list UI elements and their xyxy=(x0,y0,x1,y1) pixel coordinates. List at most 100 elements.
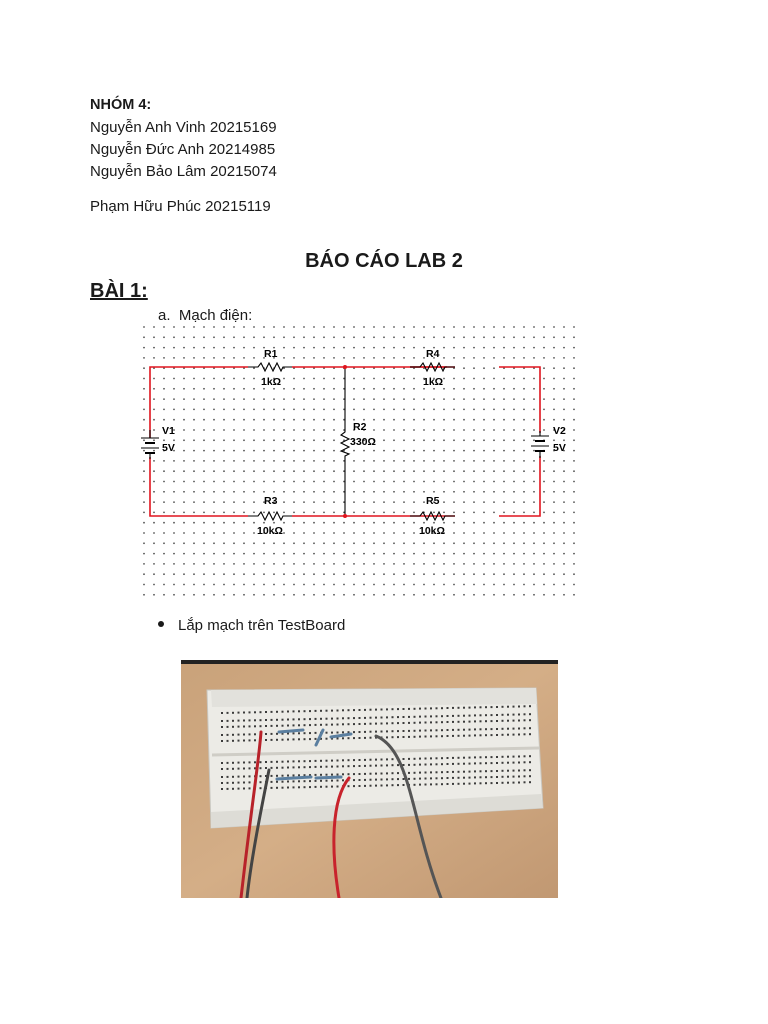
grid-dot xyxy=(203,439,205,442)
grid-dot xyxy=(143,387,145,390)
grid-dot xyxy=(433,563,435,565)
grid-dot xyxy=(143,439,145,442)
grid-dot xyxy=(233,573,235,576)
grid-dot xyxy=(443,480,445,483)
breadboard-hole xyxy=(452,706,454,709)
grid-dot xyxy=(393,593,395,596)
grid-dot xyxy=(413,532,415,534)
grid-dot xyxy=(293,593,295,596)
grid-dot xyxy=(313,511,315,514)
grid-dot xyxy=(293,377,295,380)
grid-dot xyxy=(533,449,535,452)
breadboard-hole xyxy=(485,776,487,779)
group-title: NHÓM 4: xyxy=(90,97,152,113)
grid-dot xyxy=(463,501,465,503)
grid-dot xyxy=(363,583,365,586)
grid-dot xyxy=(493,542,495,545)
grid-dot xyxy=(423,501,425,503)
grid-dot xyxy=(563,511,565,514)
grid-dot xyxy=(273,552,275,555)
grid-dot xyxy=(253,367,255,370)
grid-dot xyxy=(353,470,355,473)
grid-dot xyxy=(443,336,445,339)
grid-dot xyxy=(463,542,465,545)
breadboard-hole xyxy=(270,732,273,735)
breadboard-hole xyxy=(402,716,405,718)
grid-dot xyxy=(223,490,225,493)
breadboard-hole xyxy=(490,782,493,785)
grid-dot xyxy=(403,336,405,339)
breadboard-hole xyxy=(226,739,229,742)
breadboard-hole xyxy=(270,718,273,721)
grid-dot xyxy=(423,542,425,545)
grid-dot xyxy=(553,583,555,586)
grid-dot xyxy=(383,326,385,328)
grid-dot xyxy=(283,429,285,431)
grid-dot xyxy=(463,387,465,390)
grid-dot xyxy=(453,532,455,534)
grid-dot xyxy=(353,501,355,503)
grid-dot xyxy=(503,418,505,421)
grid-dot xyxy=(283,367,285,370)
grid-dot xyxy=(173,563,175,565)
grid-dot xyxy=(183,449,185,452)
grid-dot xyxy=(213,552,215,555)
grid-dot xyxy=(473,377,475,380)
grid-dot xyxy=(353,429,355,431)
grid-dot xyxy=(463,532,465,534)
breadboard-hole xyxy=(435,783,438,786)
breadboard-hole xyxy=(452,762,454,765)
grid-dot xyxy=(303,583,305,586)
grid-dot xyxy=(323,563,325,565)
breadboard-hole xyxy=(248,711,251,714)
grid-dot xyxy=(193,418,195,421)
grid-dot xyxy=(513,336,515,339)
grid-dot xyxy=(443,501,445,503)
grid-dot xyxy=(213,429,215,431)
grid-dot xyxy=(373,552,375,555)
breadboard-hole xyxy=(446,763,449,765)
grid-dot xyxy=(243,357,245,359)
breadboard-hole xyxy=(369,764,372,767)
grid-dot xyxy=(363,490,365,493)
grid-dot xyxy=(413,563,415,565)
grid-dot xyxy=(353,552,355,555)
grid-dot xyxy=(273,593,275,596)
grid-dot xyxy=(233,593,235,596)
grid-dot xyxy=(423,470,425,473)
grid-dot xyxy=(353,418,355,421)
grid-dot xyxy=(383,480,385,483)
red-wire-left xyxy=(239,730,263,898)
grid-dot xyxy=(323,470,325,473)
grid-dot xyxy=(163,418,165,421)
grid-dot xyxy=(313,552,315,555)
grid-dot xyxy=(283,511,285,514)
grid-dot xyxy=(513,398,515,400)
breadboard-hole xyxy=(270,780,273,783)
grid-dot xyxy=(363,542,365,545)
grid-dot xyxy=(413,377,415,380)
breadboard-hole xyxy=(314,723,317,726)
grid-dot xyxy=(363,563,365,565)
breadboard-hole xyxy=(441,757,443,760)
breadboard-hole xyxy=(270,760,273,763)
grid-dot xyxy=(453,552,455,555)
grid-dot xyxy=(263,336,265,339)
grid-dot xyxy=(383,346,385,349)
breadboard-hole xyxy=(441,707,443,710)
grid-dot xyxy=(443,542,445,545)
breadboard-hole xyxy=(226,787,229,790)
grid-dot xyxy=(273,583,275,586)
red-wire-middle xyxy=(332,776,351,898)
grid-dot xyxy=(563,563,565,565)
grid-dot xyxy=(513,532,515,534)
grid-dot xyxy=(193,408,195,411)
grid-dot xyxy=(313,490,315,493)
breadboard-hole xyxy=(413,729,416,732)
grid-dot xyxy=(443,398,445,400)
grid-dot xyxy=(393,326,395,328)
grid-dot xyxy=(333,398,335,400)
grid-dot xyxy=(383,511,385,514)
breadboard-hole xyxy=(270,710,273,713)
grid-dot xyxy=(293,521,295,524)
